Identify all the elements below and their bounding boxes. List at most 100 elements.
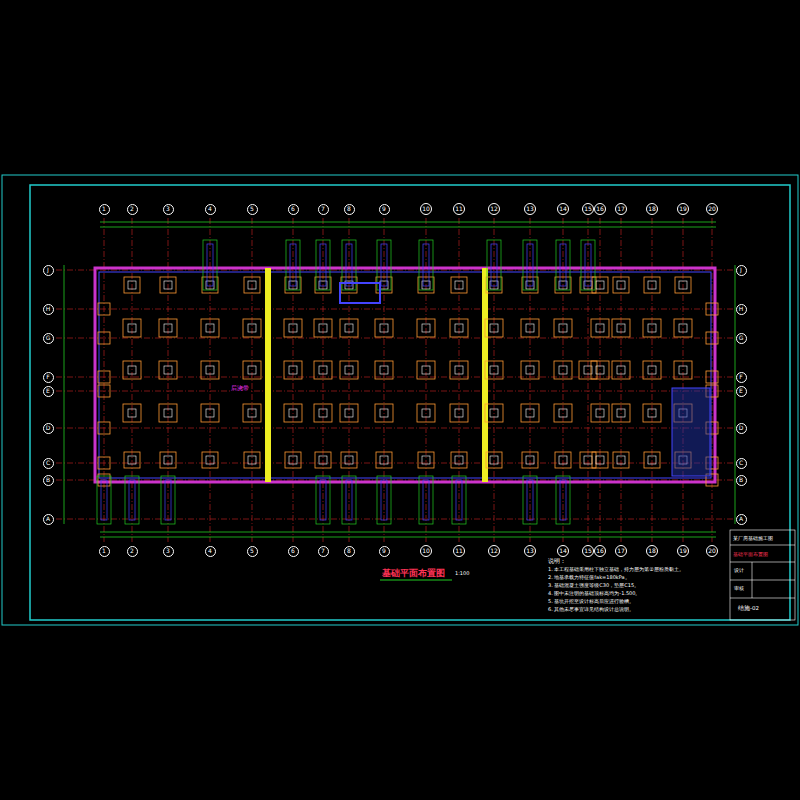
footing: [98, 422, 110, 434]
axis-line: [56, 391, 733, 392]
footing: [591, 319, 609, 337]
role: 审核: [734, 585, 744, 591]
footing: [341, 277, 357, 293]
footing: [644, 277, 660, 293]
footing: [201, 361, 219, 379]
column: [596, 456, 604, 464]
strip-footing: [581, 240, 595, 290]
column: [289, 409, 297, 417]
axis-number: 8: [347, 548, 351, 554]
strip-footing: [423, 480, 429, 520]
footing: [284, 361, 302, 379]
footing: [450, 319, 468, 337]
strip-footing: [452, 476, 466, 524]
axis-bubble: 13: [524, 203, 536, 215]
column: [617, 324, 625, 332]
footing: [612, 404, 630, 422]
strip-footing: [560, 244, 566, 286]
axis-bubble: D: [736, 423, 747, 434]
axis-bubble: 18: [646, 203, 658, 215]
column: [596, 281, 604, 289]
axis-bubble: A: [736, 514, 747, 525]
column: [422, 456, 430, 464]
axis-bubble: 15: [582, 203, 594, 215]
column: [319, 409, 327, 417]
axis-number: A: [46, 516, 50, 522]
strip-footing: [556, 240, 570, 290]
column: [526, 409, 534, 417]
axis-number: 18: [648, 206, 656, 212]
strip-footing: [320, 480, 326, 520]
axis-number: 19: [679, 206, 687, 212]
footing: [521, 361, 539, 379]
footing: [314, 361, 332, 379]
sheet-number: 结施-02: [738, 605, 759, 612]
axis-number: 12: [490, 206, 498, 212]
axis-number: C: [46, 460, 50, 466]
axis-number: 20: [708, 548, 716, 554]
footing: [98, 332, 110, 344]
column: [128, 456, 136, 464]
strip-footing: [585, 244, 591, 286]
column: [380, 324, 388, 332]
column: [617, 281, 625, 289]
axis-bubble: 20: [706, 545, 718, 557]
footing: [314, 319, 332, 337]
footing: [554, 361, 572, 379]
footing: [485, 361, 503, 379]
sheet-name: 基础平面布置图: [733, 551, 768, 557]
column: [248, 281, 256, 289]
footing: [375, 361, 393, 379]
inner-frame: [30, 185, 790, 620]
footing: [244, 277, 260, 293]
column: [490, 324, 498, 332]
axis-number: G: [46, 335, 51, 341]
footing: [450, 361, 468, 379]
axis-number: 3: [166, 206, 170, 212]
axis-bubble: 5: [247, 546, 258, 557]
strip-footing: [320, 244, 326, 286]
footing: [675, 277, 691, 293]
column: [648, 324, 656, 332]
footing: [376, 277, 392, 293]
axis-number: 8: [347, 206, 351, 212]
column: [319, 324, 327, 332]
footing: [521, 404, 539, 422]
axis-bubble: J: [43, 265, 54, 276]
axis-bubble: 7: [318, 204, 329, 215]
column: [490, 456, 498, 464]
axis-number: 3: [166, 548, 170, 554]
axis-number: 16: [596, 548, 604, 554]
axis-bubble: D: [43, 423, 54, 434]
footing: [375, 404, 393, 422]
column: [319, 456, 327, 464]
footing: [285, 452, 301, 468]
axis-number: E: [739, 388, 743, 394]
column: [128, 281, 136, 289]
footing: [376, 452, 392, 468]
footings: [97, 240, 718, 524]
axis-bubble: 17: [615, 203, 627, 215]
note: 6. 其他未尽事宜详见结构设计总说明。: [548, 606, 634, 612]
axis-bubble: B: [736, 475, 747, 486]
footing: [580, 277, 596, 293]
axis-bubble: 1: [99, 204, 110, 215]
strip-footing: [487, 240, 501, 290]
footing: [486, 277, 502, 293]
axis-number: D: [46, 425, 51, 431]
axis-line: [56, 428, 733, 429]
footing: [98, 385, 110, 397]
axis-number: 2: [130, 206, 134, 212]
axis-number: 5: [250, 206, 254, 212]
axis-bubble: 18: [646, 545, 658, 557]
column: [455, 281, 463, 289]
strip-footing: [203, 240, 217, 290]
column: [380, 366, 388, 374]
axis-number: E: [46, 388, 50, 394]
footing: [123, 319, 141, 337]
axis-bubble: H: [736, 304, 747, 315]
note: 5. 基坑开挖至设计标高后应进行验槽。: [548, 598, 634, 604]
column: [648, 281, 656, 289]
note: 2. 地基承载力特征值fak=180kPa。: [548, 574, 630, 580]
